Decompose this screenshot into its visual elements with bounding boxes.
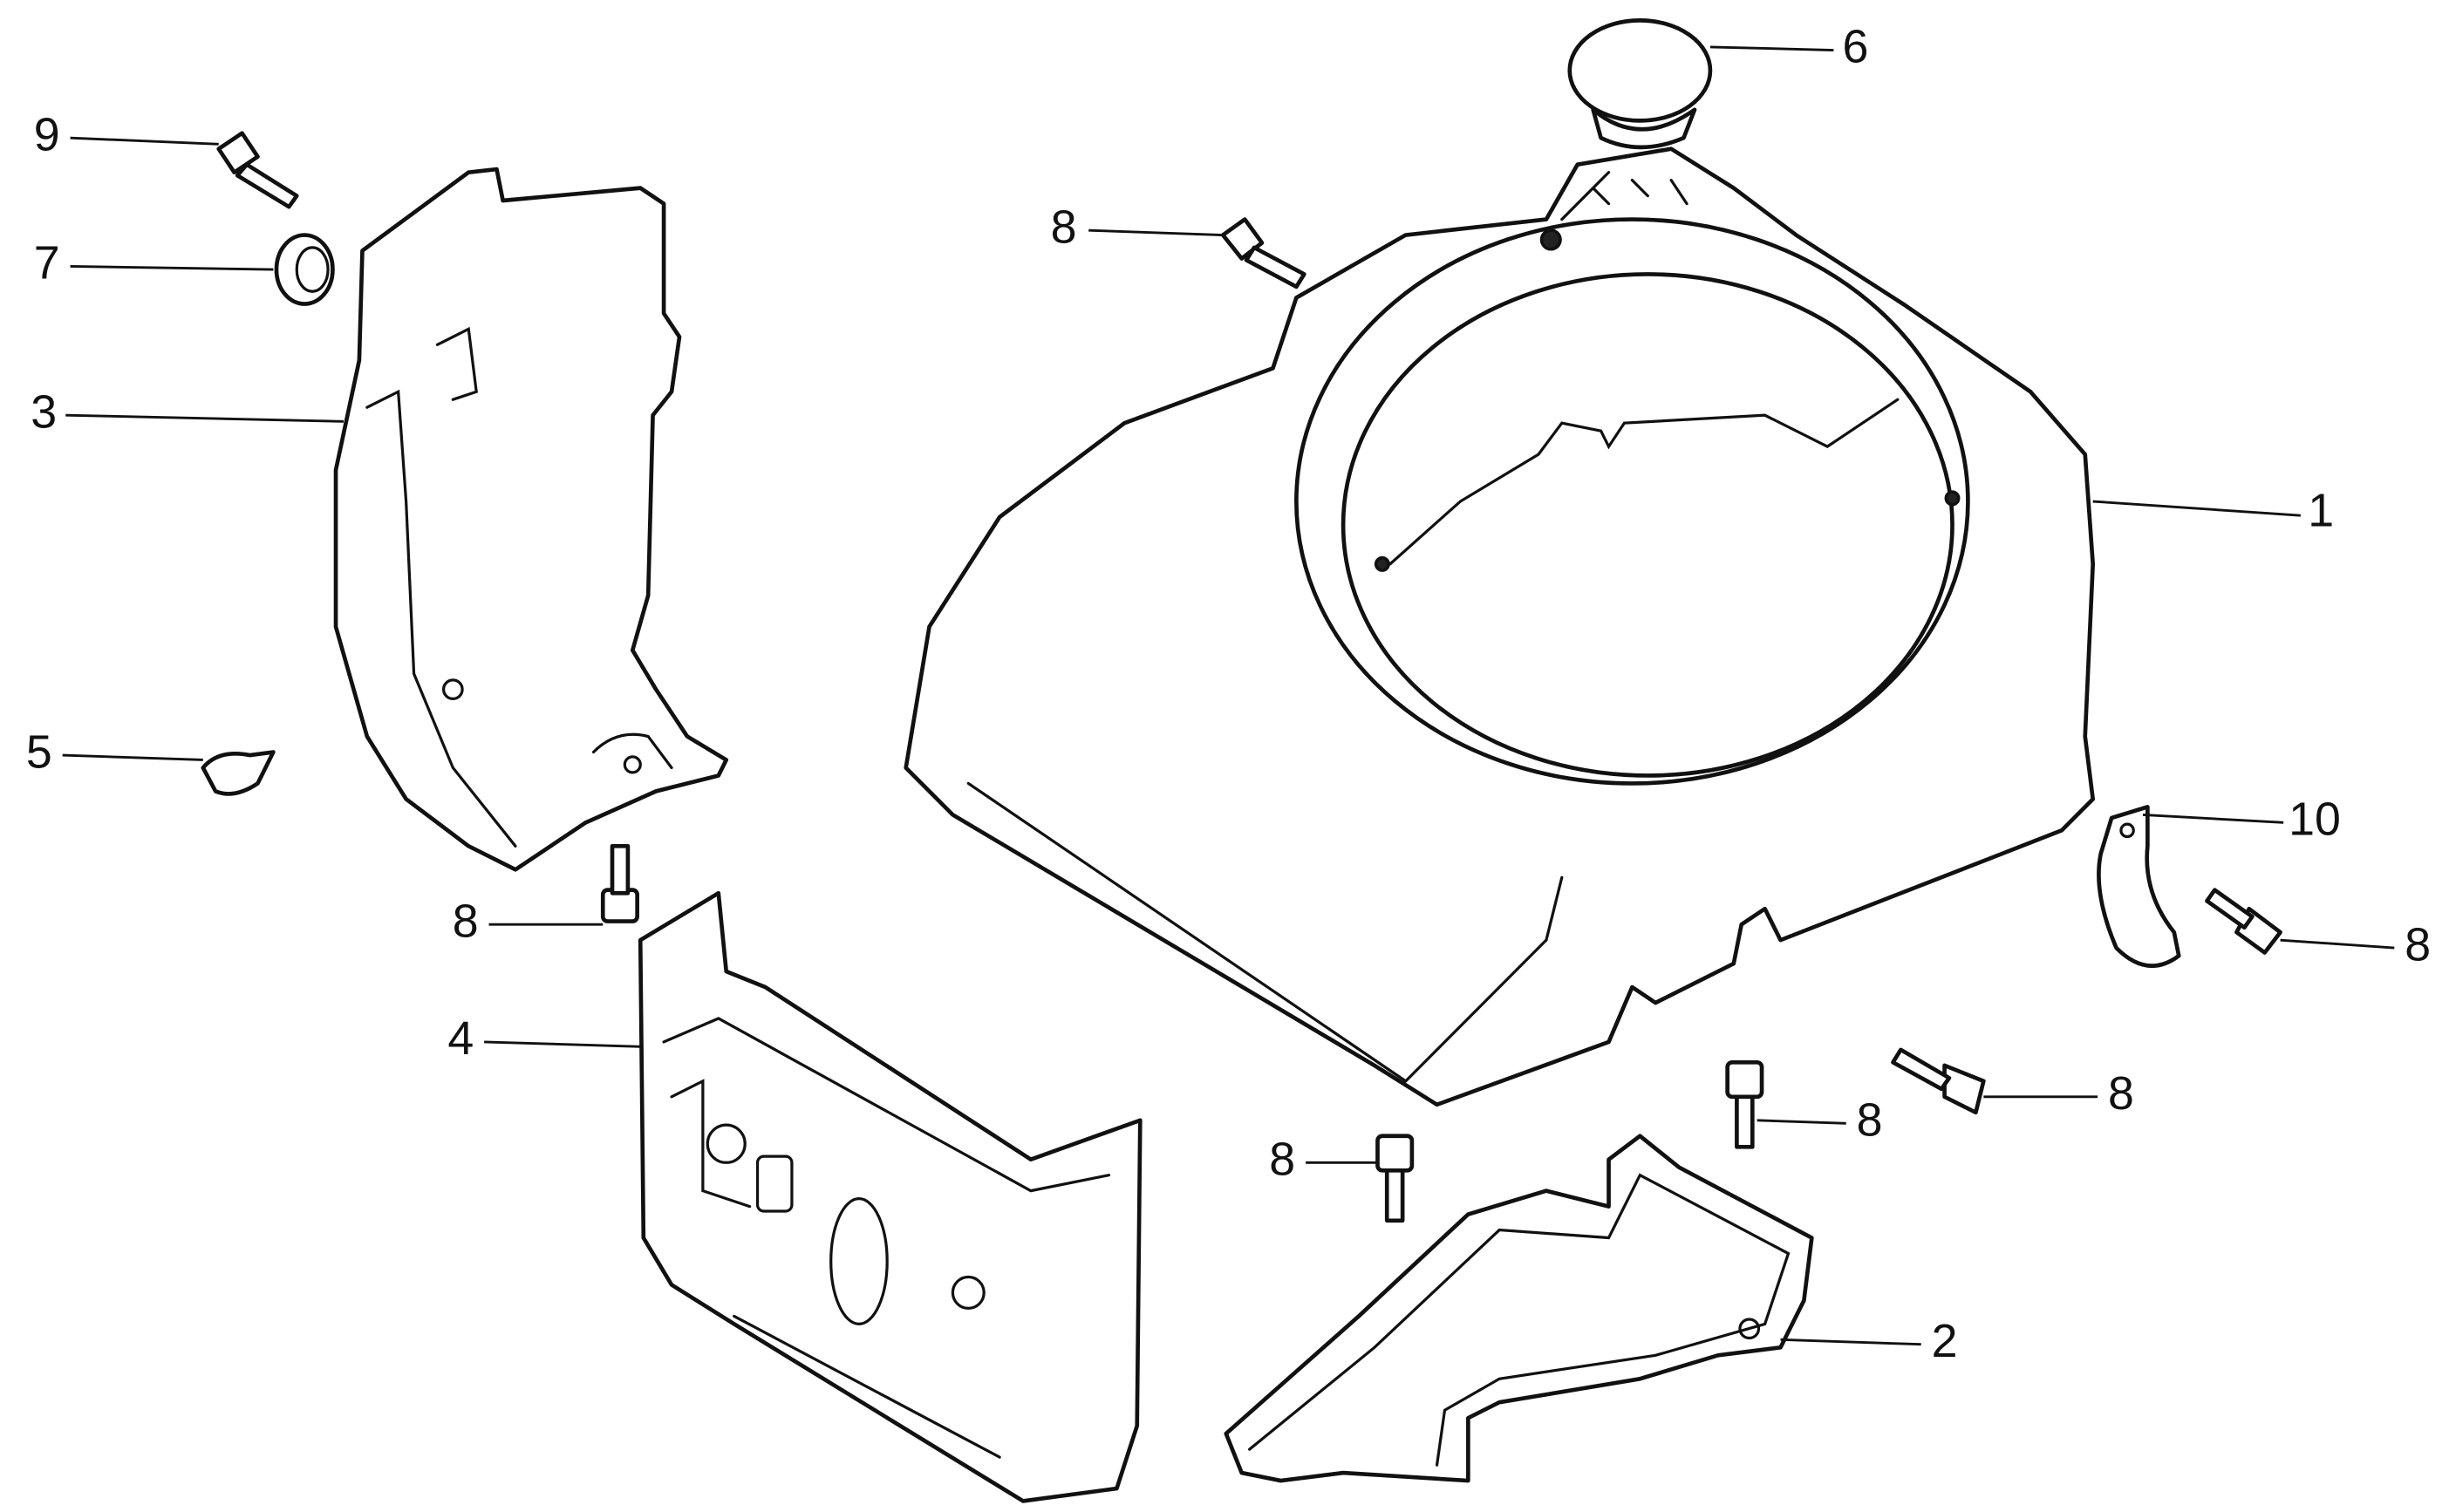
callout-3: 3	[31, 385, 344, 438]
callout-label: 8	[453, 895, 479, 947]
callout-1: 1	[2092, 485, 2334, 537]
callout-label: 7	[34, 237, 60, 289]
bottom-shroud-part	[1224, 1134, 1814, 1483]
callout-label: 8	[1269, 1133, 1295, 1185]
callout-8a: 8	[1051, 201, 1222, 253]
callout-label: 8	[2405, 918, 2431, 971]
callout-label: 1	[2308, 485, 2334, 537]
grommet-7-part	[274, 233, 335, 306]
bolt-9-part	[216, 131, 299, 209]
top-grommet-part	[1567, 18, 1713, 150]
callout-label: 8	[2108, 1067, 2134, 1120]
callout-4: 4	[447, 1012, 641, 1065]
bracket-part	[2097, 805, 2181, 968]
cylinder-head-cover-part	[638, 890, 1143, 1503]
callout-label: 4	[447, 1012, 474, 1065]
callout-8f: 8	[1269, 1133, 1378, 1186]
callout-label: 8	[1051, 201, 1077, 253]
callout-label: 9	[34, 108, 60, 160]
callout-8b: 8	[453, 895, 604, 947]
callout-label: 10	[2289, 793, 2341, 846]
callout-2: 2	[1780, 1315, 1958, 1367]
callout-5: 5	[26, 725, 203, 778]
side-shroud-part	[333, 167, 729, 872]
callout-8e: 8	[1757, 1094, 1883, 1147]
callout-8d: 8	[1983, 1067, 2134, 1120]
callout-7: 7	[34, 237, 274, 289]
callout-label: 6	[1843, 21, 1869, 73]
callout-8c: 8	[2280, 918, 2431, 971]
callout-label: 5	[26, 725, 52, 778]
clip-5-part	[201, 750, 276, 796]
callout-label: 2	[1932, 1315, 1958, 1367]
fan-cover-part	[904, 146, 2096, 1107]
callout-label: 3	[31, 385, 57, 438]
callout-label: 8	[1857, 1094, 1883, 1147]
flange-bolt-parts	[600, 217, 2282, 1223]
callout-9: 9	[34, 108, 219, 160]
callout-10: 10	[2142, 793, 2341, 846]
callout-6: 6	[1709, 21, 1869, 73]
